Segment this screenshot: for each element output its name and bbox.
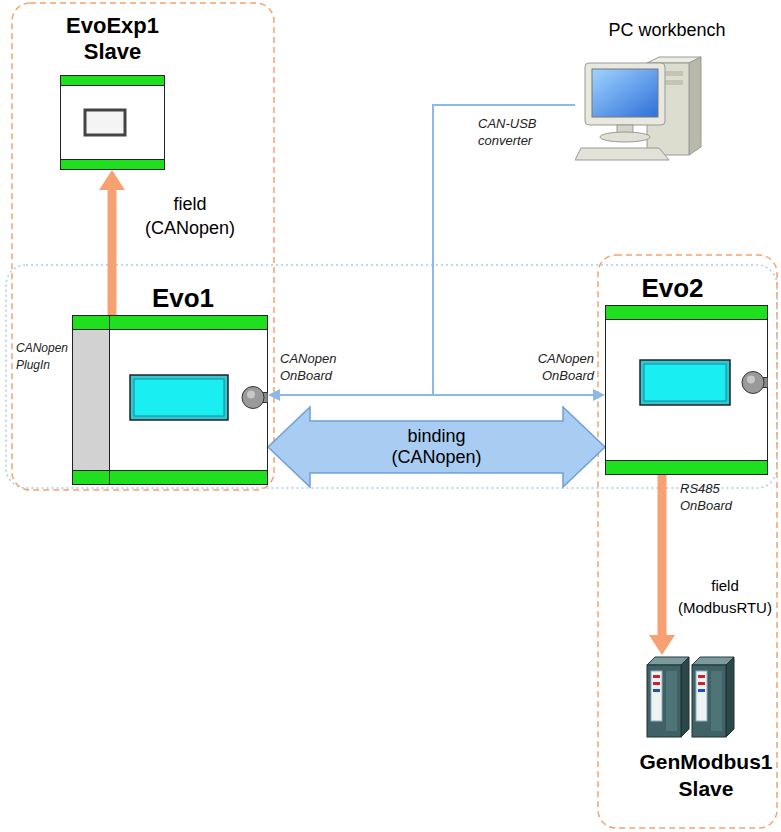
drawing-part [742, 372, 764, 394]
drawing-part [130, 375, 228, 420]
connector [649, 475, 675, 655]
drawing-part [692, 665, 726, 737]
device-title: GenModbus1 Slave [638, 748, 774, 802]
drawing-part [726, 657, 734, 737]
port-label: CANopen OnBoard [280, 350, 360, 384]
drawing-part [696, 671, 707, 721]
drawing-part [242, 387, 264, 409]
drawing-part [61, 76, 165, 170]
port-label: CAN-USB converter [478, 115, 568, 149]
device-title: EvoExp1 Slave [53, 13, 173, 65]
drawing-part [85, 110, 125, 135]
connector-label: field (ModbusRTU) [677, 575, 773, 619]
drawing-part [61, 76, 165, 86]
drawing-part [711, 671, 722, 731]
connector-line [276, 105, 575, 395]
drawing-part [73, 316, 268, 485]
expansion-drawing [60, 75, 165, 170]
drawing-part [606, 461, 768, 475]
connector [433, 105, 605, 401]
connector [268, 407, 605, 487]
device-title: Evo2 [628, 273, 718, 303]
drawing-part [644, 364, 726, 401]
controller-drawing [605, 305, 768, 475]
connector-label: binding (CANopen) [387, 426, 487, 468]
drawing-part [73, 316, 110, 485]
drawing-part [698, 682, 705, 685]
drawing-part [698, 689, 705, 692]
drawing-part [640, 360, 730, 405]
drawing-part [698, 675, 705, 678]
drawing-part [600, 132, 650, 142]
drawing-part [681, 657, 689, 737]
drawing-part [134, 379, 224, 416]
group-outline [12, 3, 274, 490]
arrow-head [268, 389, 280, 401]
drawing-part [61, 160, 165, 170]
group-outline [598, 255, 777, 828]
drawing-part [653, 682, 660, 685]
server-drawing [645, 655, 735, 740]
modbus-slave: GenModbus1 Slave [645, 655, 735, 740]
drawing-part [73, 316, 268, 330]
controller-module: Evo2 [605, 305, 768, 475]
drawing-part [647, 665, 681, 737]
drawing-part [73, 471, 268, 485]
port-label: CANopen OnBoard [514, 350, 594, 384]
drawing-part [606, 306, 768, 320]
drawing-part [666, 671, 677, 731]
port-label: CANopen PlugIn [16, 340, 70, 374]
device-title: PC workbench [587, 19, 747, 41]
drawing-part [747, 376, 755, 384]
port-label: RS485 OnBoard [680, 480, 764, 514]
pc-drawing [575, 55, 705, 165]
connector-line [108, 184, 117, 315]
device-title: Evo1 [138, 283, 228, 313]
drawing-part [653, 689, 660, 692]
connector [99, 170, 125, 315]
drawing-part [653, 675, 660, 678]
drawing-part [592, 69, 658, 117]
arrow-head [99, 170, 125, 190]
drawing-part [109, 315, 110, 485]
arrow-head [649, 635, 675, 655]
drawing-part [575, 148, 669, 160]
arrow-head [593, 389, 605, 401]
drawing-part [585, 63, 665, 125]
connector-line [433, 105, 597, 395]
controller-module: Evo1 [72, 315, 268, 485]
drawing-part [247, 391, 255, 399]
connector-label: field (CANopen) [142, 192, 238, 240]
drawing-part [651, 671, 662, 721]
connector [268, 105, 575, 401]
binding-arrow [268, 407, 605, 487]
drawing-part [606, 306, 768, 475]
drawing-part [689, 57, 701, 155]
controller-drawing [72, 315, 268, 485]
connector-line [658, 475, 667, 641]
pc-workbench: PC workbench [575, 55, 705, 165]
expansion-module: EvoExp1 Slave [60, 75, 165, 170]
group-outline [6, 265, 777, 488]
